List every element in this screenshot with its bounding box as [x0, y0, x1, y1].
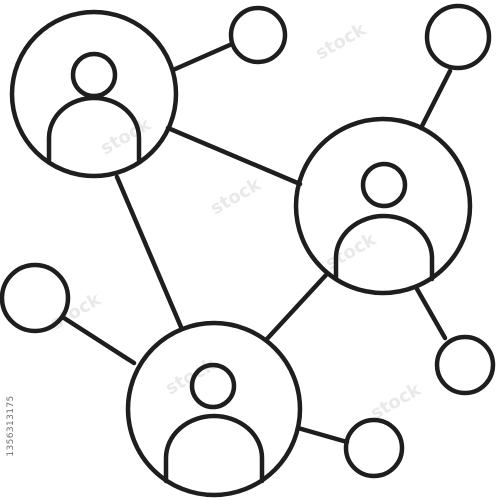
watermark-text: stock — [312, 18, 370, 64]
link-hub1-hub2 — [165, 125, 303, 187]
link-hub1-hub3 — [114, 174, 184, 330]
leaf-node-right — [434, 334, 496, 396]
link-hub3-leaf-bottom — [295, 425, 350, 445]
link-hub2-leaf-topright — [418, 68, 453, 131]
person-icon — [163, 362, 265, 484]
hub-person-top-left — [9, 9, 179, 179]
hub-person-bottom — [125, 320, 303, 498]
watermark-text: stock — [367, 378, 425, 424]
person-icon — [46, 51, 142, 163]
link-hub2-leaf-right — [414, 286, 448, 341]
leaf-node-left — [0, 262, 71, 334]
link-hub3-leaf-left — [61, 315, 137, 366]
leaf-node-topright — [424, 3, 492, 71]
image-id-label: 1356313175 — [6, 395, 16, 457]
link-hub1-leaf-top — [170, 41, 235, 73]
hub-circle — [293, 116, 473, 296]
watermark-text: stock — [97, 113, 155, 159]
hub-circle — [9, 9, 179, 179]
leaf-node-bottom — [343, 417, 405, 479]
hub-circle — [125, 320, 303, 498]
leaf-node-top — [228, 5, 288, 65]
link-hub2-hub3 — [263, 272, 329, 343]
watermark-text: stock — [207, 173, 265, 219]
watermark-text: stock — [322, 228, 380, 274]
person-icon — [333, 161, 435, 282]
hub-person-right — [293, 116, 473, 296]
watermark: stock stock stock stock stock stock stoc… — [47, 18, 425, 424]
